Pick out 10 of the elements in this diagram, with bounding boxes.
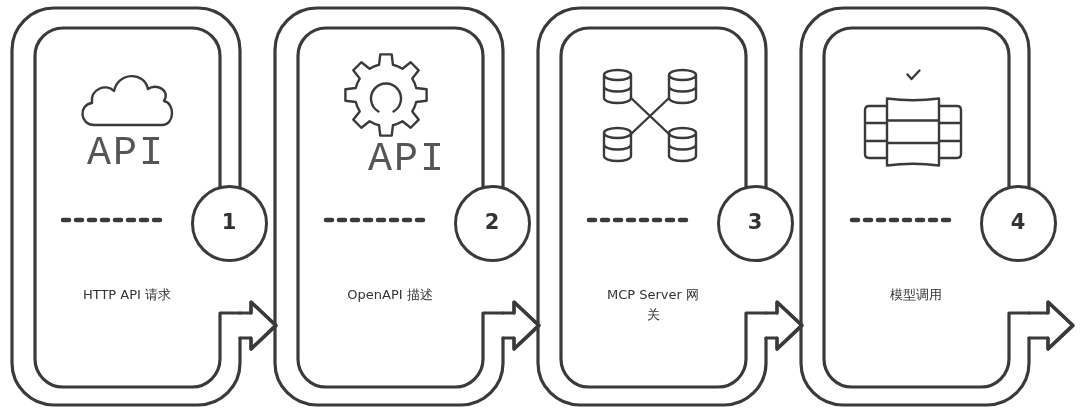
step-card xyxy=(10,6,242,407)
step-label: 模型调用 xyxy=(889,286,943,304)
step-label: HTTP API 请求 xyxy=(81,286,173,304)
step-label: OpenAPI 描述 xyxy=(346,286,434,304)
step-card xyxy=(536,6,768,407)
step-label: MCP Server 网关 xyxy=(606,286,700,324)
icon-caption: API xyxy=(87,134,165,174)
icon-caption: API xyxy=(368,140,446,180)
step-card xyxy=(273,6,505,407)
step-card xyxy=(799,6,1031,407)
